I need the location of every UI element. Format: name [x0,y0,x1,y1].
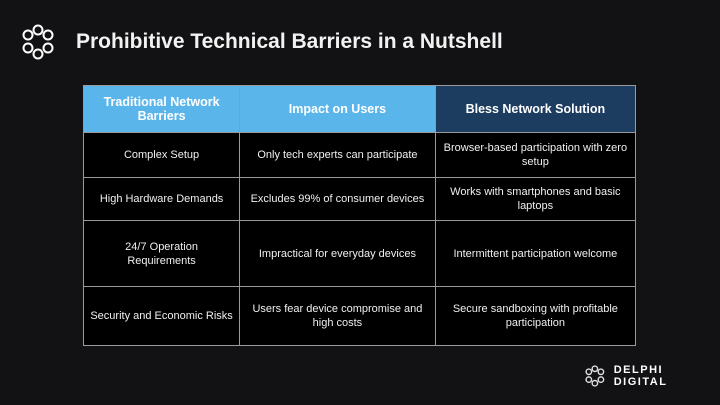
impact-cell: Excludes 99% of consumer devices [239,177,436,221]
delphi-small-logo-icon [585,365,605,387]
brand-footer: DELPHI DIGITAL [584,364,720,388]
header-bless-solution: Bless Network Solution [434,85,637,133]
solution-cell: Works with smartphones and basic laptops [434,177,637,221]
barrier-cell: Complex Setup [82,132,241,178]
impact-cell: Users fear device compromise and high co… [239,286,436,346]
table-row: 24/7 Operation Requirements Impractical … [82,220,637,287]
barrier-cell: High Hardware Demands [82,177,241,221]
table-row: Complex Setup Only tech experts can part… [82,132,637,178]
table-header-row: Traditional Network Barriers Impact on U… [82,85,637,133]
barriers-table: Traditional Network Barriers Impact on U… [82,85,637,346]
solution-cell: Browser-based participation with zero se… [434,132,637,178]
brand-name: DELPHI DIGITAL [613,364,668,388]
delphi-logo-icon [22,24,54,60]
table-row: High Hardware Demands Excludes 99% of co… [82,177,637,221]
header-impact-on-users: Impact on Users [239,85,436,133]
table-row: Security and Economic Risks Users fear d… [82,286,637,346]
solution-cell: Intermittent participation welcome [434,220,637,287]
header-traditional-barriers: Traditional Network Barriers [82,85,241,133]
page-title: Prohibitive Technical Barriers in a Nuts… [76,30,503,53]
solution-cell: Secure sandboxing with profitable partic… [434,286,637,346]
impact-cell: Impractical for everyday devices [239,220,436,287]
impact-cell: Only tech experts can participate [239,132,436,178]
barrier-cell: 24/7 Operation Requirements [82,220,241,287]
barrier-cell: Security and Economic Risks [82,286,241,346]
